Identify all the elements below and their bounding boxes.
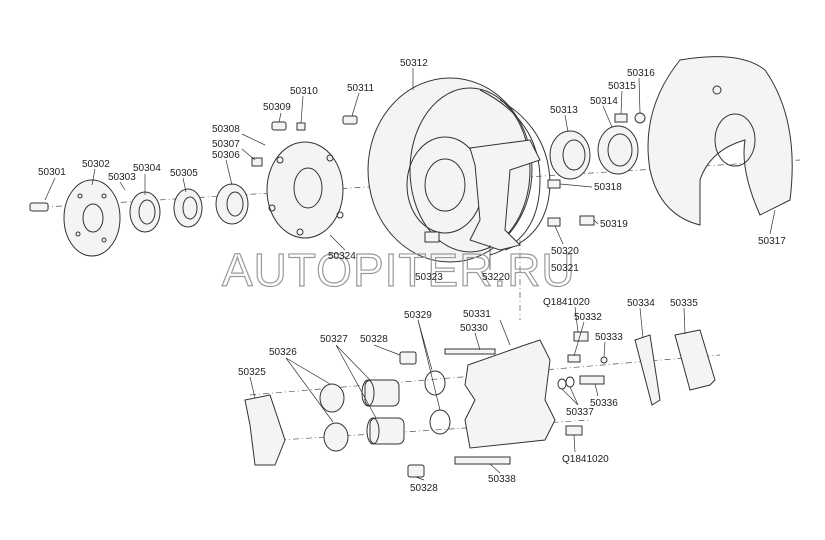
seal-ring-50329 [424,370,451,435]
label-50328-lower[interactable]: 50328 [410,483,438,494]
label-50336[interactable]: 50336 [590,398,618,409]
brake-disc-50312 [367,77,551,263]
label-50305[interactable]: 50305 [170,168,198,179]
label-50315[interactable]: 50315 [608,81,636,92]
bearing-50313 [549,130,591,180]
leader-lines [44,68,776,481]
label-50338[interactable]: 50338 [488,474,516,485]
label-50325[interactable]: 50325 [238,367,266,378]
watermark: AUTOPITER.RU [222,244,576,296]
label-50317[interactable]: 50317 [758,236,786,247]
label-50323[interactable]: 50323 [415,272,443,283]
label-q1841020-upper[interactable]: Q1841020 [543,297,590,308]
bearing-50305 [173,188,203,228]
part-labels: 50312 50311 50310 50309 50308 50307 5030… [38,58,786,494]
boot-50328-lower [407,464,425,478]
label-50327[interactable]: 50327 [320,334,348,345]
label-50302[interactable]: 50302 [82,159,110,170]
label-50311[interactable]: 50311 [347,83,375,94]
piston-seal-50326 [319,383,349,452]
label-50321[interactable]: 50321 [551,263,579,274]
label-50303[interactable]: 50303 [108,172,136,183]
bolt-q1841020-lower [565,425,583,436]
label-50318[interactable]: 50318 [594,182,622,193]
label-50328-upper[interactable]: 50328 [360,334,388,345]
label-50324[interactable]: 50324 [328,251,356,262]
washer-50337 [557,378,567,390]
bolt-50309 [271,121,287,131]
label-53220[interactable]: 53220 [482,272,510,283]
label-50313[interactable]: 50313 [550,105,578,116]
nut-50310 [296,122,306,131]
caliper-carrier-53220 [469,139,541,251]
clip-50323 [424,231,440,243]
cap-50333 [600,356,608,364]
hub-flange-50302 [63,179,121,257]
brake-pad-50325 [244,394,286,466]
clip-50318 [547,179,561,189]
label-50301[interactable]: 50301 [38,167,66,178]
nut-50307 [251,157,263,167]
label-50332[interactable]: 50332 [574,312,602,323]
label-50310[interactable]: 50310 [290,86,318,97]
bearing-50304 [129,191,161,233]
clip-50320 [547,217,561,227]
label-50316[interactable]: 50316 [627,68,655,79]
label-50307[interactable]: 50307 [212,139,240,150]
label-50304[interactable]: 50304 [133,163,161,174]
label-50320[interactable]: 50320 [551,246,579,257]
guide-pin-50338 [454,456,511,465]
bleeder-50332 [567,354,581,363]
brake-pad-50335 [674,329,716,391]
bolt-50311 [342,115,358,125]
label-50330[interactable]: 50330 [460,323,488,334]
label-50309[interactable]: 50309 [263,102,291,113]
label-50334[interactable]: 50334 [627,298,655,309]
wheel-stud-50301 [29,202,49,212]
dust-shield-50317 [647,56,793,226]
label-50335[interactable]: 50335 [670,298,698,309]
label-50308[interactable]: 50308 [212,124,240,135]
label-50306[interactable]: 50306 [212,150,240,161]
anti-rattle-spring-50334 [634,334,661,406]
bolt-50336 [579,375,605,385]
label-50312[interactable]: 50312 [400,58,428,69]
clip-50319 [579,215,595,226]
label-50319[interactable]: 50319 [600,219,628,230]
label-50331[interactable]: 50331 [463,309,491,320]
boot-50328-upper [399,351,417,365]
guide-pin-50330 [444,348,496,355]
nut-50316 [634,112,646,124]
label-50329[interactable]: 50329 [404,310,432,321]
label-50314[interactable]: 50314 [590,96,618,107]
label-50326[interactable]: 50326 [269,347,297,358]
label-50333[interactable]: 50333 [595,332,623,343]
piston-50327 [361,379,405,445]
label-q1841020-lower[interactable]: Q1841020 [562,454,609,465]
seal-50306 [215,183,249,225]
caliper-body-50331 [464,339,556,449]
washer-50315 [614,113,628,123]
label-50337[interactable]: 50337 [566,407,594,418]
wheel-hub [266,141,344,239]
seal-50314 [597,125,639,175]
